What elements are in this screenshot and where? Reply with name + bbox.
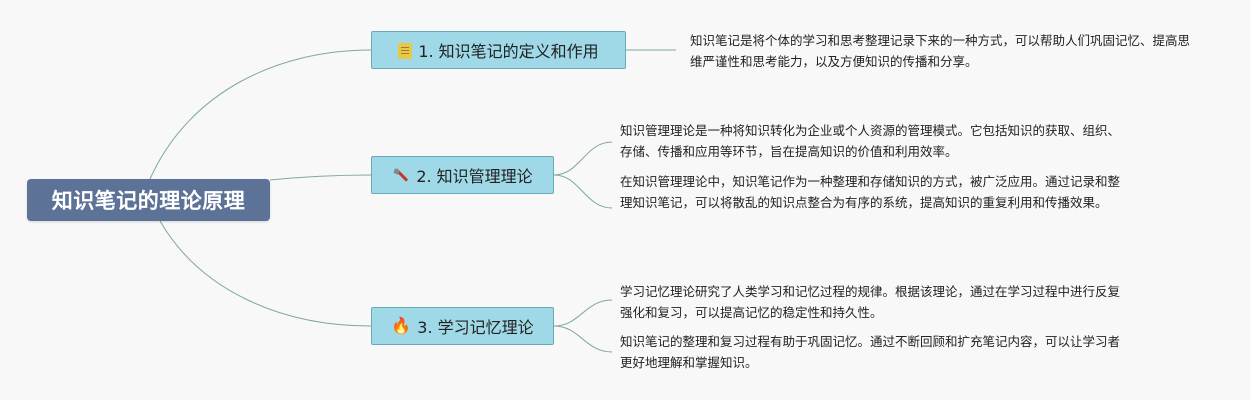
note-learning-memory-theory[interactable]: 学习记忆理论研究了人类学习和记忆过程的规律。根据该理论，通过在学习过程中进行反复… — [620, 284, 1121, 320]
connector-topic-2-note-a — [553, 141, 613, 176]
root-topic-label: 知识笔记的理论原理 — [51, 189, 246, 213]
connector-root-topic-3 — [159, 220, 372, 327]
note-knowledge-management-application[interactable]: 在知识管理理论中，知识笔记作为一种整理和存储知识的方式，被广泛应用。通过记录和整… — [620, 174, 1121, 210]
topic-definition-and-function[interactable]: 1. 知识笔记的定义和作用 — [371, 31, 626, 69]
root-topic[interactable]: 知识笔记的理论原理 — [27, 179, 270, 221]
fire-icon: 🔥 — [391, 316, 412, 335]
note-learning-memory-application[interactable]: 知识笔记的整理和复习过程有助于巩固记忆。通过不断回顾和扩充笔记内容，可以让学习者… — [620, 334, 1121, 370]
connector-topic-2-note-b — [553, 174, 613, 209]
connector-root-topic-2 — [269, 174, 372, 181]
topic-learning-memory[interactable]: 🔥 3. 学习记忆理论 — [371, 307, 554, 345]
topic-label: 3. 学习记忆理论 — [417, 318, 534, 337]
note-knowledge-management-theory[interactable]: 知识管理理论是一种将知识转化为企业或个人资源的管理模式。它包括知识的获取、组织、… — [620, 123, 1121, 159]
connector-topic-3-note-b — [553, 325, 613, 353]
scroll-icon — [398, 42, 413, 59]
topic-label: 2. 知识管理理论 — [416, 167, 533, 186]
tools-icon — [392, 166, 410, 184]
note-definition[interactable]: 知识笔记是将个体的学习和思考整理记录下来的一种方式，可以帮助人们巩固记忆、提高思… — [690, 33, 1191, 69]
topic-knowledge-management[interactable]: 2. 知识管理理论 — [371, 156, 554, 194]
connector-topic-3-note-a — [553, 299, 613, 327]
topic-label: 1. 知识笔记的定义和作用 — [418, 42, 599, 61]
connector-root-topic-1 — [149, 49, 372, 180]
